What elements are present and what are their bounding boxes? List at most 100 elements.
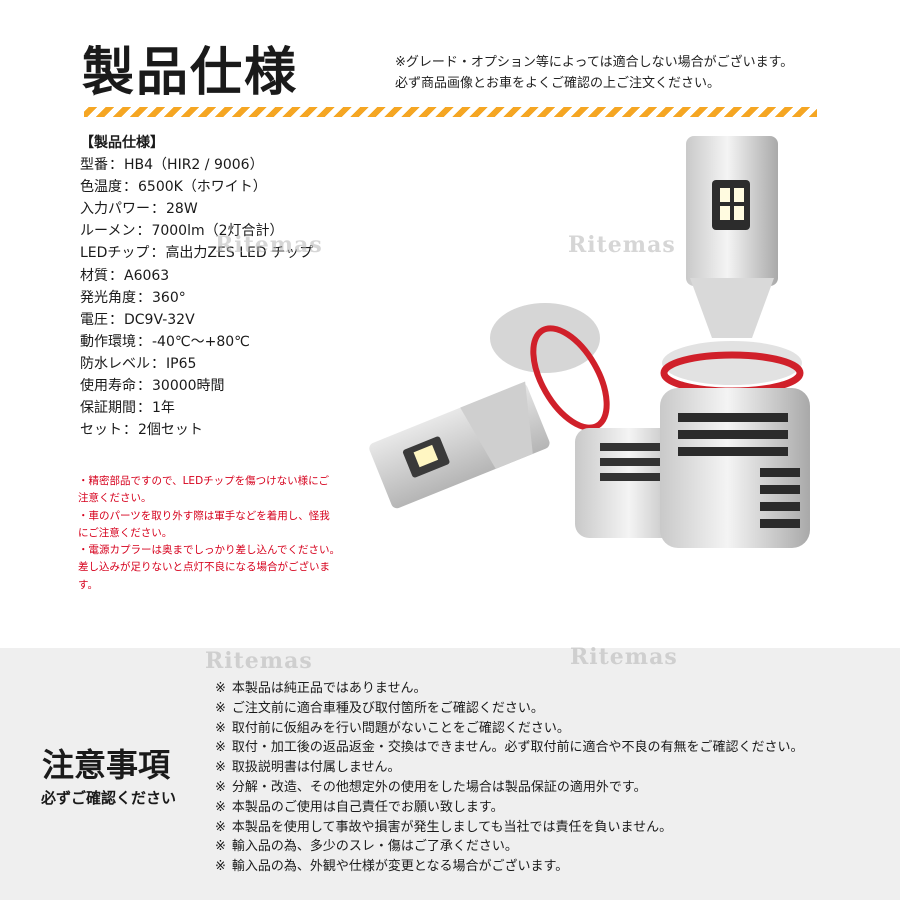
spec-label: 材質 [80, 267, 108, 284]
spec-value: 高出力ZES LED チップ [165, 245, 314, 262]
spec-separator: ： [136, 223, 151, 240]
spec-value: 30000時間 [152, 378, 225, 395]
spec-label: セット [80, 422, 122, 439]
caution-item: ※ ご注文前に適合車種及び取付箇所をご確認ください。 [215, 699, 804, 719]
spec-row: 材質：A6063 [80, 265, 313, 287]
spec-row: 防水レベル：IP65 [80, 353, 313, 375]
spec-label: 色温度 [80, 179, 122, 196]
caution-text: 取扱説明書は付属しません。 [231, 760, 401, 776]
spec-row: 使用寿命：30000時間 [80, 375, 313, 397]
spec-label: 入力パワー [80, 201, 150, 218]
watermark: Ritemas [205, 648, 313, 674]
spec-separator: ： [137, 400, 151, 417]
spec-separator: ： [137, 378, 151, 395]
caution-mark: ※ [215, 740, 226, 756]
watermark: Ritemas [570, 644, 678, 670]
spec-label: 発光角度 [80, 289, 136, 306]
caution-text: 本製品を使用して事故や損害が発生しましても当社では責任を負いません。 [231, 819, 673, 835]
spec-row: 型番：HB4（HIR2 / 9006） [80, 154, 313, 176]
spec-separator: ： [123, 179, 137, 196]
spec-label: 使用寿命 [80, 378, 136, 395]
spec-row: 色温度：6500K（ホワイト） [80, 176, 313, 198]
caution-mark: ※ [215, 779, 226, 795]
caution-title: 注意事項 [42, 746, 171, 784]
spec-separator: ： [109, 267, 123, 284]
spec-label: 型番 [80, 157, 108, 174]
spec-value: HB4（HIR2 / 9006） [124, 157, 264, 174]
caution-panel [0, 648, 900, 900]
caution-mark: ※ [215, 760, 226, 776]
spec-value: 1年 [152, 400, 175, 417]
spec-separator: ： [151, 355, 165, 372]
caution-item: ※ 分解・改造、その他想定外の使用をした場合は製品保証の適用外です。 [215, 778, 804, 798]
caution-text: 輸入品の為、外観や仕様が変更となる場合がございます。 [231, 859, 569, 875]
caution-text: 取付・加工後の返品返金・交換はできません。必ず取付前に適合や不良の有無をご確認く… [231, 740, 804, 756]
spec-list: 【製品仕様】 型番：HB4（HIR2 / 9006）色温度：6500K（ホワイト… [80, 132, 313, 441]
spec-value: 6500K（ホワイト） [138, 179, 267, 196]
spec-value: 28W [166, 201, 198, 218]
caution-text: 本製品のご使用は自己責任でお願い致します。 [231, 799, 504, 815]
caution-mark: ※ [215, 859, 226, 875]
caution-item: ※ 輸入品の為、外観や仕様が変更となる場合がございます。 [215, 857, 804, 877]
caution-mark: ※ [215, 681, 226, 696]
spec-row: LEDチップ：高出力ZES LED チップ [80, 242, 313, 264]
caution-item: ※ 取扱説明書は付属しません。 [215, 758, 804, 778]
spec-value: -40℃～+80℃ [152, 333, 250, 350]
spec-label: ルーメン [80, 223, 136, 240]
page-title: 製品仕様 [82, 43, 299, 103]
spec-label: 防水レベル [80, 355, 150, 372]
spec-row: 電圧：DC9V-32V [80, 309, 313, 331]
caution-item: ※ 本製品を使用して事故や損害が発生しましても当社では責任を負いません。 [215, 818, 804, 838]
spec-separator: ： [137, 333, 151, 350]
warning-line: 注意ください。 [78, 492, 152, 505]
spec-row: セット：2個セット [80, 419, 313, 441]
caution-text: 本製品は純正品ではありません。 [231, 681, 427, 696]
spec-value: A6063 [124, 267, 170, 284]
spec-label: 保証期間 [80, 400, 136, 417]
caution-text: 取付前に仮組みを行い問題がないことをご確認ください。 [231, 720, 570, 736]
caution-subtitle: 必ずご確認ください [41, 789, 177, 807]
spec-separator: ： [109, 311, 123, 328]
caution-mark: ※ [215, 700, 226, 716]
caution-mark: ※ [215, 799, 226, 815]
caution-item: ※ 取付前に仮組みを行い問題がないことをご確認ください。 [215, 719, 804, 739]
bulb-left [369, 381, 550, 509]
caution-item: ※ 輸入品の為、多少のスレ・傷はご了承ください。 [215, 837, 804, 857]
warning-line: 差し込みが足りないと点灯不良になる場合がございま [78, 561, 330, 574]
caution-item: ※ 本製品は純正品ではありません。 [215, 679, 804, 699]
spec-value: 360° [152, 289, 186, 306]
caution-text: 輸入品の為、多少のスレ・傷はご了承ください。 [231, 839, 518, 855]
spec-separator: ： [150, 245, 165, 262]
spec-separator: ： [123, 422, 137, 439]
bulb-right [660, 136, 810, 548]
spec-row: 発光角度：360° [80, 287, 313, 309]
warning-line: にご注意ください。 [78, 526, 173, 539]
spec-value: DC9V-32V [124, 311, 195, 328]
notice-line: 必ず商品画像とお車をよくご確認の上ご注文ください。 [395, 76, 721, 91]
warning-line: ・精密部品ですので、LEDチップを傷つけない様にご [78, 475, 329, 487]
spec-row: ルーメン：7000lm（2灯合計） [80, 220, 313, 242]
warning-line: ・車のパーツを取り外す際は軍手などを着用し、怪我 [78, 509, 330, 522]
warning-notes: ・精密部品ですので、LEDチップを傷つけない様にご 注意ください。 ・車のパーツ… [78, 473, 368, 594]
caution-text: 分解・改造、その他想定外の使用をした場合は製品保証の適用外です。 [231, 779, 647, 795]
spec-value: 2個セット [138, 422, 203, 439]
caution-item: ※ 本製品のご使用は自己責任でお願い致します。 [215, 798, 804, 818]
spec-separator: ： [137, 289, 151, 306]
spec-value: 7000lm（2灯合計） [151, 223, 284, 240]
caution-text: ご注文前に適合車種及び取付箇所をご確認ください。 [231, 700, 544, 716]
spec-label: 動作環境 [80, 333, 136, 350]
spec-separator: ： [151, 201, 165, 218]
spec-label: LEDチップ [80, 245, 150, 262]
warning-line: す。 [78, 578, 98, 591]
notice-line: ※グレード・オプション等によっては適合しない場合がございます。 [395, 55, 794, 70]
watermark: Ritemas [215, 232, 323, 258]
caution-mark: ※ [215, 819, 226, 835]
caution-mark: ※ [215, 720, 226, 736]
spec-row: 動作環境：-40℃～+80℃ [80, 331, 313, 353]
spec-separator: ： [109, 157, 123, 174]
caution-item: ※ 取付・加工後の返品返金・交換はできません。必ず取付前に適合や不良の有無をご確認… [215, 738, 804, 758]
spec-row: 保証期間：1年 [80, 397, 313, 419]
warning-line: ・電源カプラーは奥までしっかり差し込んでください。 [78, 544, 340, 557]
caution-mark: ※ [215, 839, 226, 855]
led-bulb-product-image [369, 136, 810, 548]
